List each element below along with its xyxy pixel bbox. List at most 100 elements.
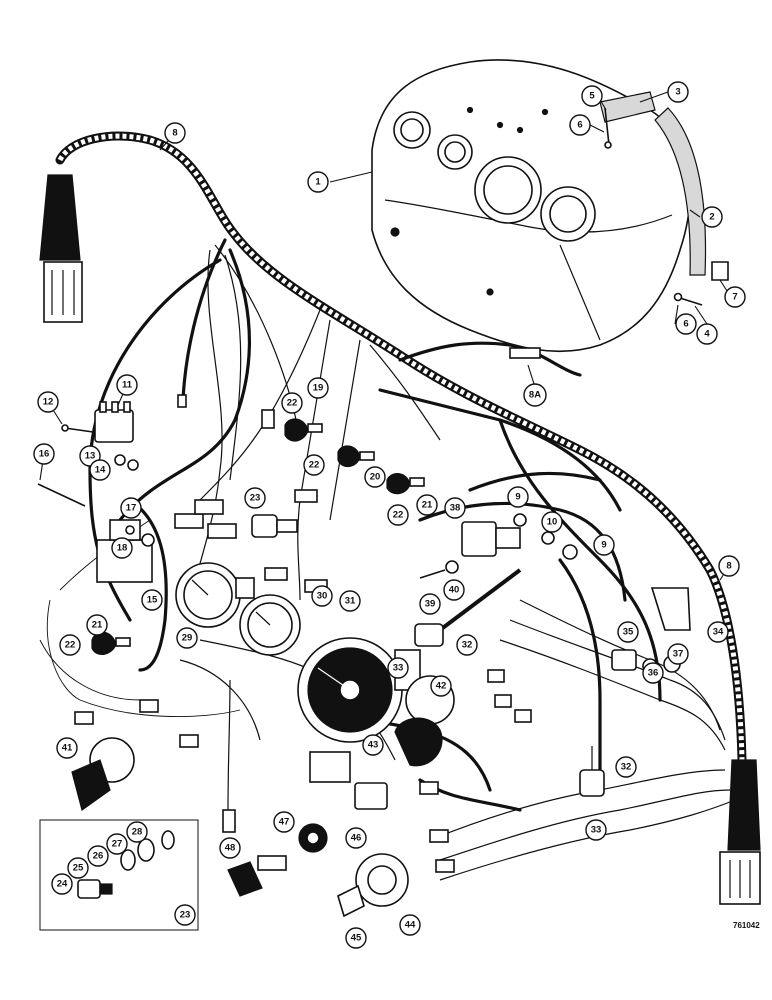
callout-42: 42 xyxy=(430,675,452,697)
svg-text:16: 16 xyxy=(39,449,50,460)
svg-text:13: 13 xyxy=(85,451,96,462)
callout-2: 2 xyxy=(701,206,723,228)
svg-text:9: 9 xyxy=(515,492,520,503)
svg-text:23: 23 xyxy=(250,493,261,504)
gasket-strips xyxy=(599,91,707,276)
svg-text:30: 30 xyxy=(317,591,328,602)
svg-text:4: 4 xyxy=(704,329,710,340)
callout-34: 34 xyxy=(707,621,729,643)
svg-text:47: 47 xyxy=(279,817,290,828)
svg-text:41: 41 xyxy=(62,743,73,754)
callout-9b: 9 xyxy=(593,534,615,556)
svg-text:6: 6 xyxy=(577,120,582,131)
svg-text:17: 17 xyxy=(126,503,137,514)
callout-7: 7 xyxy=(724,286,746,308)
callout-37: 37 xyxy=(667,643,689,665)
callout-23b: 23 xyxy=(174,904,196,926)
callout-35: 35 xyxy=(617,621,639,643)
callout-30: 30 xyxy=(311,585,333,607)
svg-text:33: 33 xyxy=(393,663,404,674)
svg-text:22: 22 xyxy=(287,398,298,409)
svg-text:33: 33 xyxy=(591,825,602,836)
callout-8b: 8 xyxy=(718,555,740,577)
callout-21a: 21 xyxy=(416,494,438,516)
svg-text:32: 32 xyxy=(462,640,473,651)
callout-9a: 9 xyxy=(507,486,529,508)
callout-22c: 22 xyxy=(387,504,409,526)
callout-28: 28 xyxy=(126,821,148,843)
instrument-panel-housing xyxy=(371,59,691,353)
callout-18: 18 xyxy=(111,537,133,559)
callout-47: 47 xyxy=(273,811,295,833)
harness-connector-right xyxy=(719,759,761,905)
svg-text:21: 21 xyxy=(92,620,103,631)
callout-15: 15 xyxy=(141,589,163,611)
svg-text:29: 29 xyxy=(182,633,193,644)
callout-38: 38 xyxy=(444,497,466,519)
svg-text:21: 21 xyxy=(422,500,433,511)
callout-24: 24 xyxy=(51,873,73,895)
svg-text:12: 12 xyxy=(43,397,54,408)
callout-27: 27 xyxy=(106,833,128,855)
callout-17: 17 xyxy=(120,497,142,519)
svg-text:8A: 8A xyxy=(529,390,541,401)
svg-text:14: 14 xyxy=(95,465,106,476)
callout-10: 10 xyxy=(541,511,563,533)
svg-text:34: 34 xyxy=(713,627,724,638)
main-harness xyxy=(55,131,747,765)
components xyxy=(37,347,691,918)
callout-36: 36 xyxy=(642,662,664,684)
svg-text:3: 3 xyxy=(675,87,680,98)
callout-32b: 32 xyxy=(615,756,637,778)
svg-text:26: 26 xyxy=(93,851,104,862)
callout-43: 43 xyxy=(362,734,384,756)
callout-20: 20 xyxy=(364,466,386,488)
callout-21b: 21 xyxy=(86,614,108,636)
svg-text:38: 38 xyxy=(450,503,461,514)
svg-text:8: 8 xyxy=(172,128,177,139)
svg-text:37: 37 xyxy=(673,649,684,660)
callout-44: 44 xyxy=(399,914,421,936)
svg-text:31: 31 xyxy=(345,596,356,607)
callout-1: 1 xyxy=(307,171,329,193)
callout-41: 41 xyxy=(56,737,78,759)
callout-12: 12 xyxy=(37,391,59,413)
callout-11: 11 xyxy=(116,374,138,396)
callout-45: 45 xyxy=(345,927,367,949)
callout-4: 4 xyxy=(696,323,718,345)
svg-text:27: 27 xyxy=(112,839,123,850)
svg-text:48: 48 xyxy=(225,843,236,854)
svg-text:18: 18 xyxy=(117,543,128,554)
callout-40: 40 xyxy=(443,579,465,601)
callout-16: 16 xyxy=(33,443,55,465)
svg-text:10: 10 xyxy=(547,517,558,528)
svg-text:5: 5 xyxy=(589,91,595,102)
svg-text:25: 25 xyxy=(73,863,84,874)
callout-48: 48 xyxy=(219,837,241,859)
callout-3: 3 xyxy=(667,81,689,103)
callout-32a: 32 xyxy=(456,634,478,656)
callout-33b: 33 xyxy=(585,819,607,841)
figure-id: 761042 xyxy=(733,921,760,930)
harness-connector-left xyxy=(39,174,83,323)
callout-23a: 23 xyxy=(244,487,266,509)
svg-text:40: 40 xyxy=(449,585,460,596)
svg-text:1: 1 xyxy=(315,177,321,188)
callout-14: 14 xyxy=(89,459,111,481)
svg-text:46: 46 xyxy=(351,833,362,844)
svg-text:32: 32 xyxy=(621,762,632,773)
svg-text:45: 45 xyxy=(351,933,362,944)
svg-text:22: 22 xyxy=(393,510,404,521)
callout-8A: 8A xyxy=(523,383,547,407)
callout-19: 19 xyxy=(307,377,329,399)
svg-text:22: 22 xyxy=(309,460,320,471)
svg-text:28: 28 xyxy=(132,827,143,838)
callout-31: 31 xyxy=(339,590,361,612)
callout-46: 46 xyxy=(345,827,367,849)
wire-bundles xyxy=(39,238,736,881)
svg-text:39: 39 xyxy=(425,599,436,610)
svg-text:42: 42 xyxy=(436,681,447,692)
callout-5: 5 xyxy=(581,85,603,107)
callouts: 1 2 3 4 5 6 6 7 8 8 8A 9 9 10 11 12 13 1… xyxy=(33,81,746,949)
